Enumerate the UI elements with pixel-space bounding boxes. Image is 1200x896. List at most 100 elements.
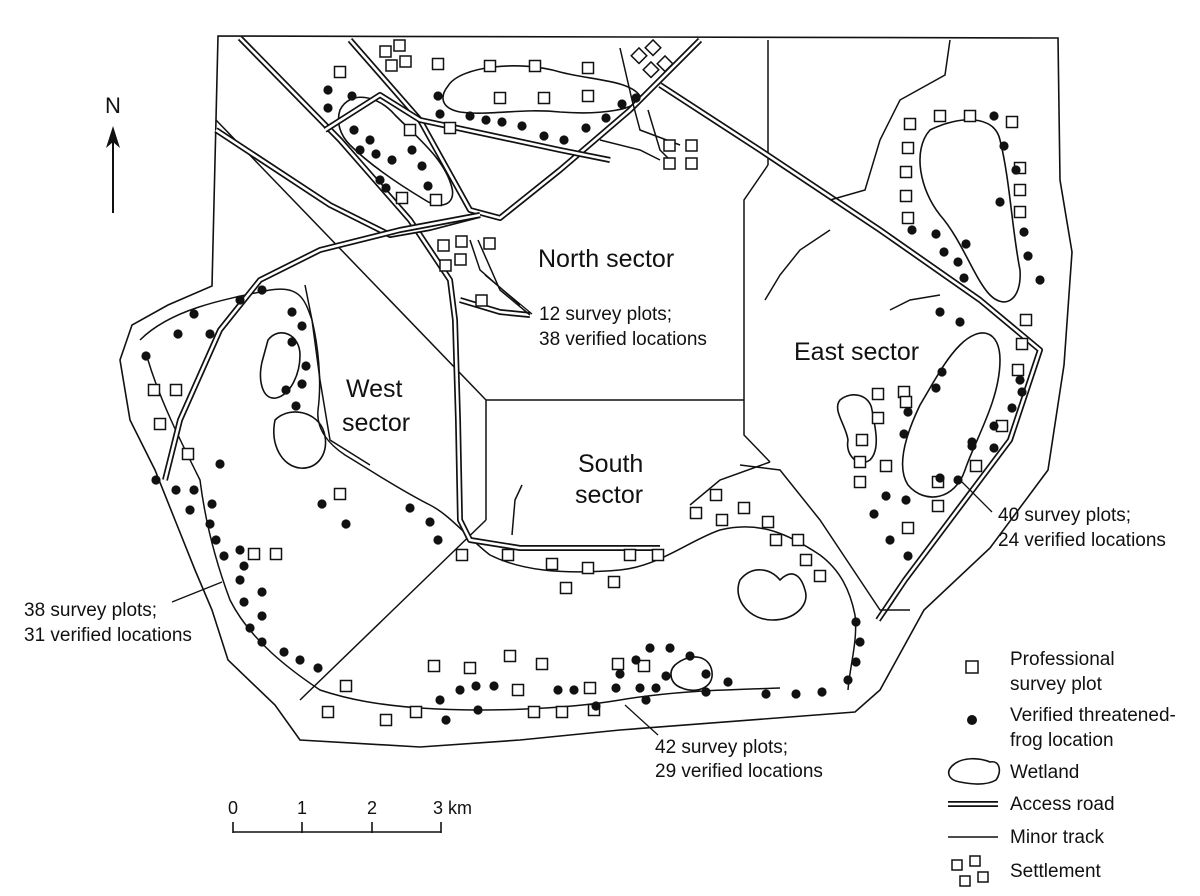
frog-location-marker bbox=[953, 475, 963, 485]
survey-plot-marker bbox=[899, 165, 913, 179]
south-sector-label-line1: South bbox=[578, 450, 643, 478]
frog-location-marker bbox=[645, 643, 655, 653]
scale-tick-0: 0 bbox=[228, 798, 238, 818]
frog-location-marker bbox=[189, 309, 199, 319]
survey-plot-marker bbox=[871, 411, 885, 425]
frog-location-marker bbox=[407, 145, 417, 155]
frog-location-marker bbox=[219, 551, 229, 561]
frog-location-marker bbox=[257, 587, 267, 597]
west-south-belt bbox=[139, 288, 857, 711]
frog-location-marker bbox=[317, 499, 327, 509]
frog-location-marker bbox=[205, 519, 215, 529]
frog-location-marker bbox=[365, 135, 375, 145]
frog-location-marker bbox=[701, 669, 711, 679]
frog-location-marker bbox=[433, 91, 443, 101]
frog-location-marker bbox=[185, 505, 195, 515]
frog-location-marker bbox=[323, 103, 333, 113]
survey-plot-marker bbox=[931, 499, 945, 513]
survey-plot-marker bbox=[761, 515, 775, 529]
legend-survey-plot-line2: survey plot bbox=[1010, 674, 1103, 695]
frog-location-marker bbox=[907, 225, 917, 235]
survey-plot-marker bbox=[483, 59, 497, 73]
frog-location-marker bbox=[685, 651, 695, 661]
frog-location-marker bbox=[239, 597, 249, 607]
frog-location-marker bbox=[903, 407, 913, 417]
survey-plot-marker bbox=[1015, 337, 1029, 351]
survey-plot-marker bbox=[269, 547, 283, 561]
frog-location-marker bbox=[869, 509, 879, 519]
survey-plot-marker bbox=[737, 501, 751, 515]
legend-settlement-label: Settlement bbox=[1010, 861, 1102, 882]
frog-location-marker bbox=[433, 535, 443, 545]
survey-plot-marker bbox=[443, 121, 457, 135]
survey-plot-marker bbox=[1013, 183, 1027, 197]
wetland-north bbox=[442, 65, 641, 114]
survey-plot-marker bbox=[535, 657, 549, 671]
legend-access-road-label: Access road bbox=[1010, 794, 1115, 815]
survey-plot-marker bbox=[901, 521, 915, 535]
frog-location-marker bbox=[631, 93, 641, 103]
survey-plot-marker bbox=[963, 109, 977, 123]
survey-plot-marker bbox=[333, 65, 347, 79]
legend-frog-location-line2: frog location bbox=[1010, 730, 1114, 751]
frog-location-marker bbox=[851, 657, 861, 667]
survey-plot-marker bbox=[147, 383, 161, 397]
frog-location-marker bbox=[989, 421, 999, 431]
frog-location-marker bbox=[817, 687, 827, 697]
frog-location-marker bbox=[215, 459, 225, 469]
survey-plot-marker bbox=[169, 383, 183, 397]
frog-location-marker bbox=[959, 273, 969, 283]
frog-locations bbox=[141, 85, 1045, 725]
survey-plot-marker bbox=[403, 123, 417, 137]
survey-plot-marker bbox=[321, 705, 335, 719]
frog-location-marker bbox=[349, 125, 359, 135]
scale-tick-2: 2 bbox=[367, 798, 377, 818]
survey-plot-marker bbox=[1005, 115, 1019, 129]
frog-location-marker bbox=[235, 295, 245, 305]
frog-location-marker bbox=[901, 495, 911, 505]
frog-location-marker bbox=[641, 695, 651, 705]
frog-location-marker bbox=[205, 329, 215, 339]
access-roads bbox=[162, 35, 1043, 622]
survey-plot-marker bbox=[501, 548, 515, 562]
frog-location-marker bbox=[953, 257, 963, 267]
frog-location-marker bbox=[239, 561, 249, 571]
sector-boundaries bbox=[215, 40, 771, 701]
north-arrow: N bbox=[105, 93, 121, 213]
frog-location-marker bbox=[723, 677, 733, 687]
legend-settlement-icon bbox=[951, 855, 989, 887]
frog-location-marker bbox=[967, 437, 977, 447]
survey-plot-marker bbox=[409, 705, 423, 719]
legend-wetland-icon bbox=[947, 757, 1001, 785]
frog-location-marker bbox=[435, 109, 445, 119]
survey-plot-marker bbox=[855, 433, 869, 447]
survey-plot-marker bbox=[247, 547, 261, 561]
frog-location-marker bbox=[257, 637, 267, 647]
frog-location-marker bbox=[405, 503, 415, 513]
frog-location-marker bbox=[999, 141, 1009, 151]
frog-location-marker bbox=[489, 681, 499, 691]
north-sector-label: North sector bbox=[538, 245, 674, 273]
frog-location-marker bbox=[881, 491, 891, 501]
frog-location-marker bbox=[257, 611, 267, 621]
frog-location-marker bbox=[387, 155, 397, 165]
frog-location-marker bbox=[297, 321, 307, 331]
legend: Professional survey plot Verified threat… bbox=[947, 649, 1176, 887]
frog-location-marker bbox=[323, 85, 333, 95]
frog-location-marker bbox=[371, 149, 381, 159]
survey-plot-marker bbox=[339, 679, 353, 693]
frog-location-marker bbox=[955, 317, 965, 327]
survey-plot-marker bbox=[607, 575, 621, 589]
wetland-southeast bbox=[737, 569, 807, 621]
survey-plot-marker bbox=[689, 506, 703, 520]
survey-plot-marker bbox=[455, 548, 469, 562]
frog-location-marker bbox=[611, 683, 621, 693]
survey-plot-marker bbox=[637, 659, 651, 673]
legend-frog-location-icon bbox=[967, 715, 977, 725]
scale-bar: 0 1 2 3 km bbox=[228, 798, 472, 833]
survey-plot-marker bbox=[431, 57, 445, 71]
wetland-south-small bbox=[670, 656, 713, 692]
frog-location-marker bbox=[651, 683, 661, 693]
frog-location-marker bbox=[935, 307, 945, 317]
